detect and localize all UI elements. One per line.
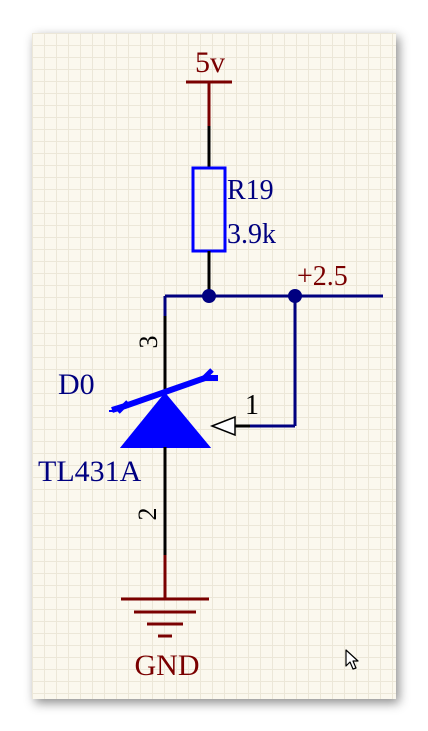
output-net-label: +2.5 <box>297 261 348 292</box>
anode-pin-number: 2 <box>133 508 162 521</box>
cathode-pin-number: 3 <box>134 336 163 349</box>
ground-net-label: GND <box>135 649 200 682</box>
regulator-d0[interactable]: 3 1 2 D0 TL431A <box>38 316 259 555</box>
mouse-pointer-icon <box>345 649 359 670</box>
regulator-designator: D0 <box>58 368 95 401</box>
junction-dot <box>202 289 216 303</box>
regulator-part-number: TL431A <box>38 455 142 488</box>
schematic-sheet[interactable] <box>32 33 396 699</box>
resistor-value: 3.9k <box>227 219 276 250</box>
ref-arrow-icon <box>209 415 236 437</box>
power-port-5v[interactable]: 5v <box>186 46 232 126</box>
resistor-r19[interactable]: R19 3.9k <box>191 126 276 296</box>
resistor-designator: R19 <box>227 175 274 206</box>
junction-dot <box>288 289 302 303</box>
resistor-body <box>191 166 227 253</box>
ref-pin-number: 1 <box>245 390 259 421</box>
wires: +2.5 <box>163 261 383 428</box>
ground-symbol[interactable]: GND <box>121 555 209 682</box>
supply-net-label: 5v <box>195 46 225 79</box>
